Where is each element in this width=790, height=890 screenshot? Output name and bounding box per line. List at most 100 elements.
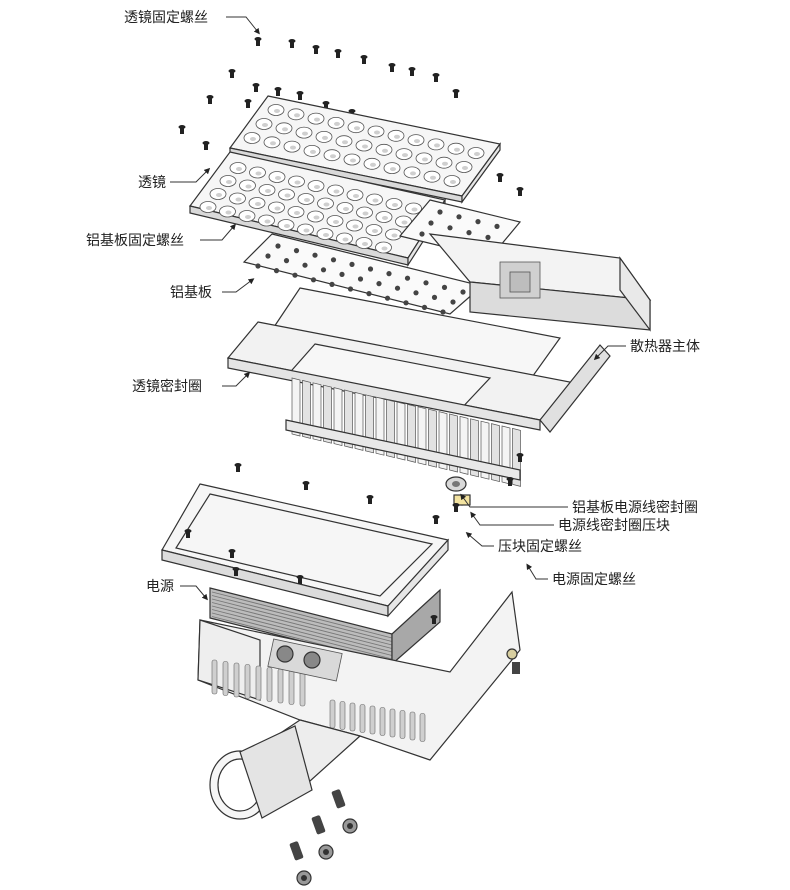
screw — [430, 615, 438, 624]
screw — [432, 515, 440, 524]
led-dot — [367, 266, 374, 272]
housing-vent — [349, 702, 356, 732]
led-dot — [450, 299, 456, 305]
led-dot — [357, 276, 364, 282]
housing-vent — [288, 670, 295, 705]
led-dot — [330, 257, 337, 263]
screw — [302, 481, 310, 490]
led-dot — [428, 220, 434, 226]
screw — [334, 49, 342, 58]
label-pcb: 铝基板 — [170, 284, 212, 301]
screw — [206, 95, 214, 104]
led-dot — [437, 209, 443, 215]
label-lens-screws: 透镜固定螺丝 — [124, 10, 208, 26]
led-dot — [293, 248, 300, 254]
screw — [408, 67, 416, 76]
label-cable-seal-clamp: 电源线密封圈压块 — [558, 517, 670, 534]
label-pcb-cable-seal: 铝基板电源线密封圈 — [572, 499, 698, 516]
housing-vent — [379, 707, 386, 736]
screw — [252, 83, 260, 92]
leader-lines — [170, 16, 626, 601]
led-dot — [312, 252, 318, 258]
screw — [452, 89, 460, 98]
psu-rib — [211, 591, 393, 639]
led-dot — [283, 258, 290, 264]
mounting-bolts — [289, 648, 520, 886]
psu-screws-group — [184, 453, 524, 624]
heatsink-body — [226, 233, 652, 487]
lens-panel-upper — [228, 95, 502, 204]
led-dot — [302, 262, 308, 268]
housing-vent — [399, 710, 406, 739]
housing-vent — [409, 711, 416, 741]
screw — [312, 45, 320, 54]
screw — [516, 187, 524, 196]
housing-vent — [359, 704, 366, 733]
led-dot — [376, 281, 382, 287]
led-dot — [275, 243, 281, 249]
lamp-housing — [197, 590, 521, 820]
housing-vent — [339, 701, 346, 730]
screw — [254, 37, 262, 46]
label-lens-seal: 透镜密封圈 — [132, 378, 202, 395]
label-lens: 透镜 — [138, 175, 166, 191]
psu-rib — [211, 605, 393, 653]
psu-rib — [211, 609, 393, 656]
led-dot — [265, 253, 271, 259]
screw — [202, 141, 210, 150]
housing-vent — [419, 713, 426, 742]
led-dot — [349, 261, 355, 267]
led-dot — [419, 231, 425, 237]
led-dot — [441, 284, 448, 290]
screw — [274, 87, 282, 96]
led-dot — [329, 281, 335, 287]
screw — [228, 549, 236, 558]
screw — [184, 529, 192, 538]
led-dot — [386, 271, 392, 277]
screw — [228, 69, 236, 78]
screw — [506, 477, 514, 486]
label-pcb-screws: 铝基板固定螺丝 — [86, 232, 184, 249]
led-dot — [310, 277, 317, 283]
screw — [234, 463, 242, 472]
led-dot — [384, 295, 391, 301]
led-dot — [366, 291, 372, 297]
psu-rib — [211, 602, 393, 649]
cable-seal-parts — [445, 476, 471, 506]
housing-vent — [277, 668, 284, 704]
psu-rib — [211, 598, 393, 646]
led-dot — [403, 300, 409, 306]
screw — [366, 495, 374, 504]
housing-vent — [255, 665, 262, 701]
housing-vent — [369, 705, 376, 735]
screw — [296, 91, 304, 100]
label-psu: 电源 — [146, 579, 174, 595]
label-psu-screws: 电源固定螺丝 — [552, 572, 636, 588]
housing-vent — [211, 659, 218, 695]
housing-vent — [299, 671, 306, 707]
screw — [232, 567, 240, 576]
screw — [322, 101, 330, 110]
screw — [360, 55, 368, 64]
led-dot — [494, 223, 500, 229]
housing-vent — [389, 708, 396, 738]
screw — [296, 575, 304, 584]
psu-rib — [211, 612, 393, 660]
label-heatsink: 散热器主体 — [630, 339, 700, 355]
psu-rib — [211, 595, 393, 642]
led-dot — [347, 286, 354, 292]
led-dot — [421, 304, 428, 310]
led-dot — [413, 290, 419, 296]
screw — [432, 73, 440, 82]
screw — [516, 453, 524, 462]
screw — [244, 99, 252, 108]
screw — [178, 125, 186, 134]
housing-vent — [266, 667, 273, 702]
led-dot — [460, 289, 466, 295]
led-dot — [447, 225, 453, 231]
screw — [288, 39, 296, 48]
led-dot — [339, 271, 345, 277]
housing-vent — [222, 661, 229, 696]
led-dot — [485, 234, 491, 240]
label-clamp-screws: 压块固定螺丝 — [498, 539, 582, 555]
